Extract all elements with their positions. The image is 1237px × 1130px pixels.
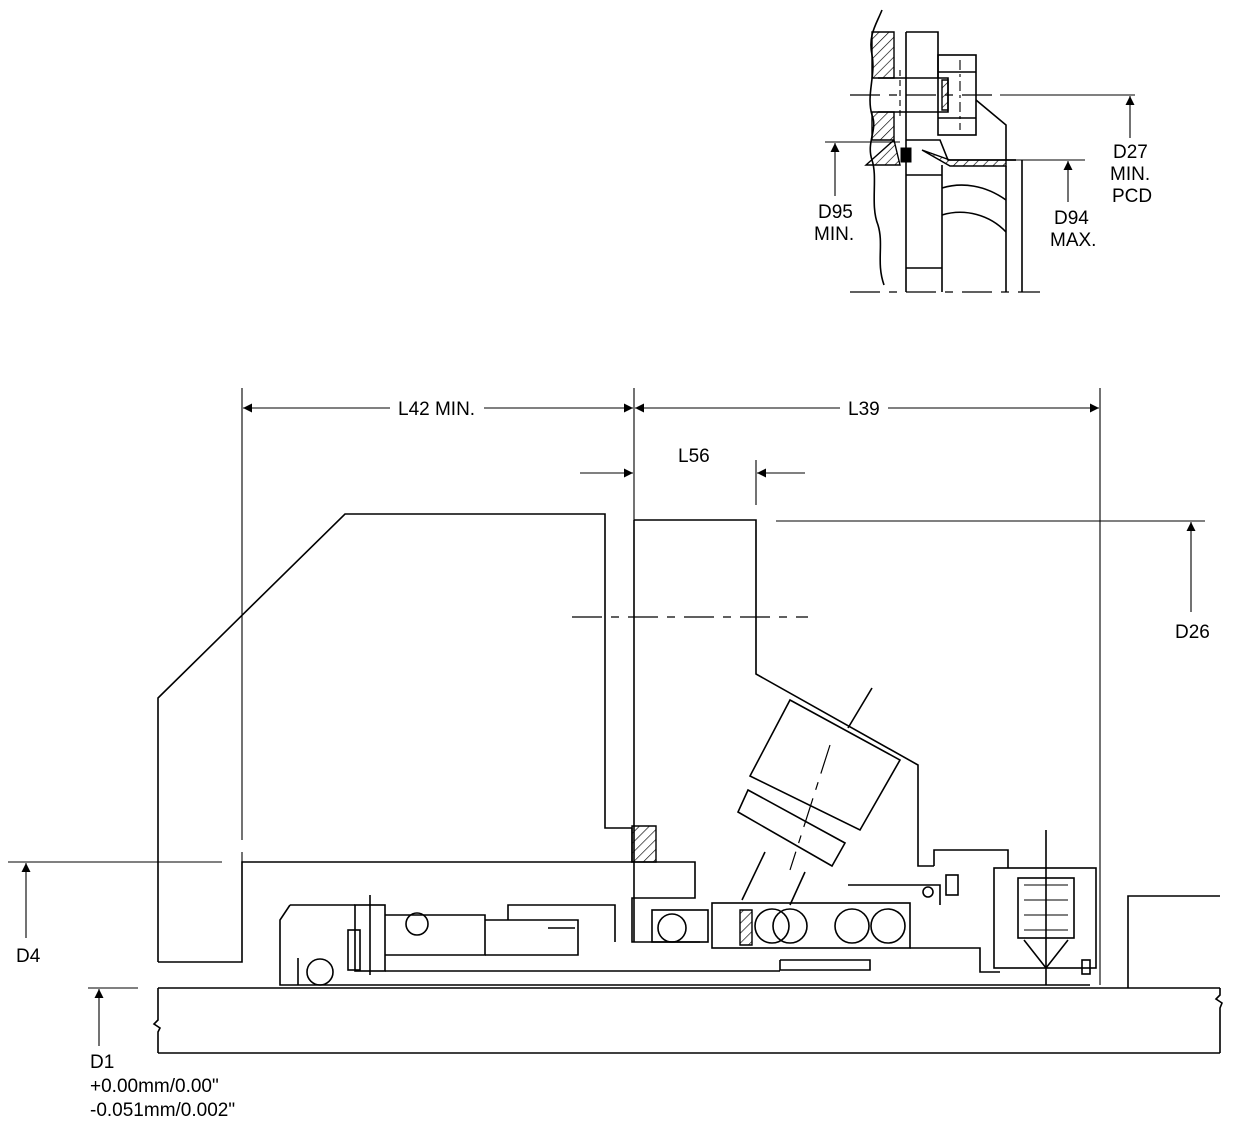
d27-pcd-label: PCD: [1112, 186, 1152, 207]
d27-min-label: MIN.: [1110, 164, 1150, 185]
d95-label: D95: [818, 202, 853, 223]
d1-tolerance-upper: +0.00mm/0.00": [90, 1076, 219, 1097]
d4-label: D4: [16, 946, 41, 967]
dimension-lines: [8, 403, 1205, 1046]
d26-label: D26: [1175, 622, 1210, 643]
d1-label: D1: [90, 1052, 114, 1073]
d94-label: D94: [1054, 208, 1089, 229]
d95-min-label: MIN.: [814, 224, 854, 245]
seal-assembly-section: [152, 388, 1223, 1054]
l39-label: L39: [848, 399, 880, 420]
d1-tolerance-lower: -0.051mm/0.002": [90, 1100, 235, 1121]
l56-label: L56: [678, 446, 710, 467]
l42-label: L42 MIN.: [398, 399, 475, 420]
gland-bolt-detail-view: [825, 9, 1135, 293]
d27-label: D27: [1113, 142, 1148, 163]
d94-max-label: MAX.: [1050, 230, 1096, 251]
